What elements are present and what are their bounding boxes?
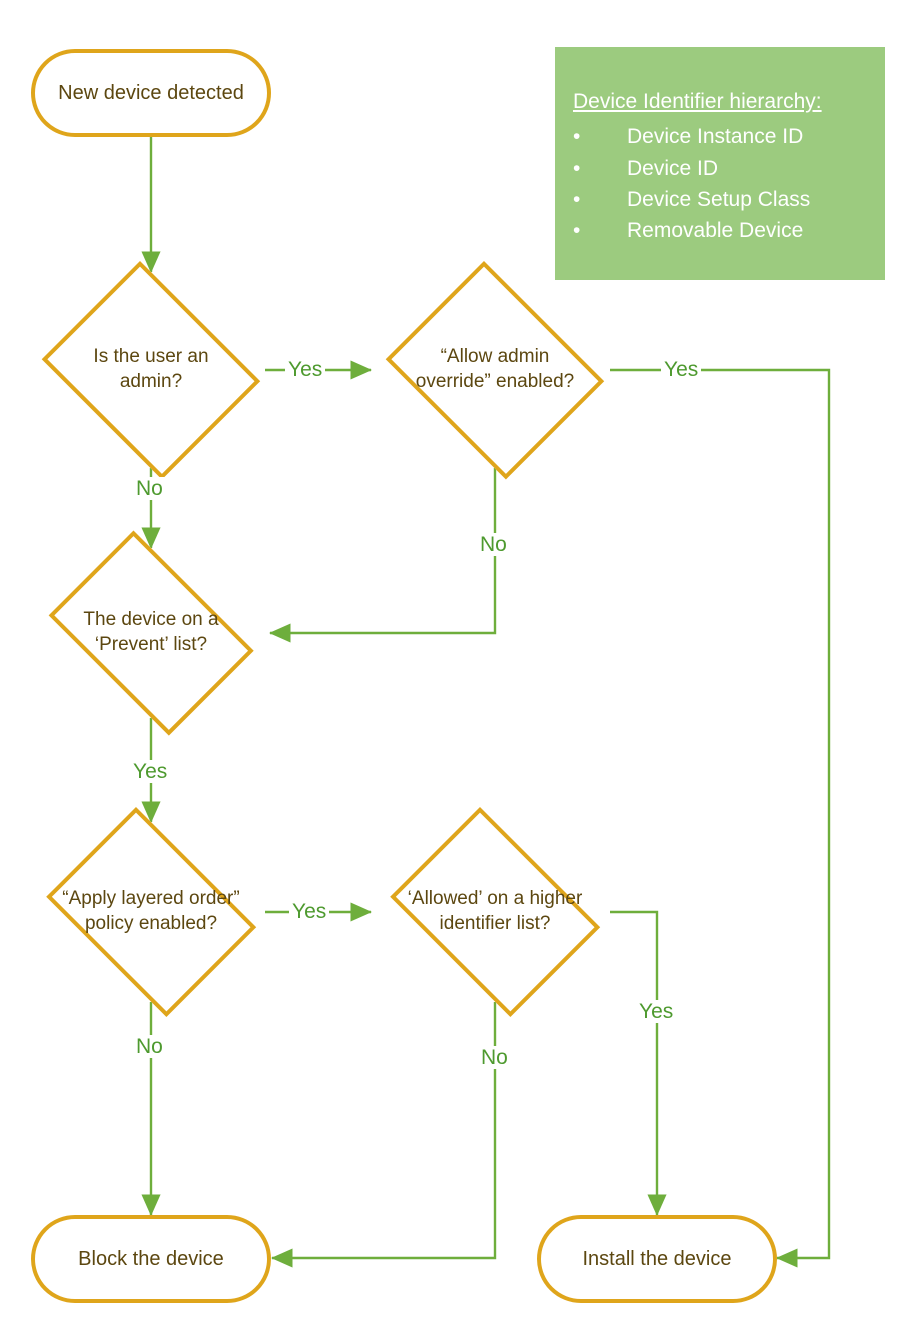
- bullet-icon: •: [573, 218, 581, 242]
- node-install-the-device[interactable]: Install the device: [537, 1215, 777, 1303]
- legend-device-identifier-hierarchy: Device Identifier hierarchy: • Device In…: [555, 47, 885, 280]
- node-allow-admin-override-enabled[interactable]: “Allow admin override” enabled?: [375, 261, 615, 479]
- node-label: New device detected: [58, 82, 244, 104]
- legend-item: • Device ID: [555, 153, 885, 184]
- bullet-icon: •: [573, 187, 581, 211]
- edge-label-higher-list-no: No: [478, 1046, 511, 1069]
- node-allowed-on-higher-identifier-list[interactable]: ‘Allowed’ on a higher identifier list?: [375, 807, 615, 1017]
- edge-label-is-admin-no: No: [133, 477, 166, 500]
- node-block-the-device[interactable]: Block the device: [31, 1215, 271, 1303]
- legend-item-label: Removable Device: [627, 218, 804, 242]
- edge-label-higher-list-yes: Yes: [636, 1000, 677, 1023]
- node-label: Install the device: [582, 1248, 732, 1270]
- legend-item-label: Device Setup Class: [627, 187, 811, 211]
- edge-higher-list-yes: [610, 910, 667, 1216]
- node-label: Is the user an admin?: [93, 346, 209, 392]
- node-label: ‘Allowed’ on a higher identifier list?: [407, 888, 583, 934]
- edge-admin-override-no: [269, 468, 497, 643]
- legend-title: Device Identifier hierarchy:: [573, 90, 822, 113]
- edge-higher-list-no: [271, 1002, 497, 1268]
- edge-label-is-admin-yes: Yes: [285, 358, 326, 381]
- legend-item: • Device Setup Class: [555, 184, 885, 215]
- bullet-icon: •: [573, 156, 581, 180]
- legend-item-label: Device Instance ID: [627, 125, 804, 149]
- bullet-icon: •: [573, 125, 581, 149]
- edge-admin-override-yes: [610, 368, 831, 1268]
- node-label: The device on a ‘Prevent’ list?: [83, 609, 219, 655]
- legend-item: • Device Instance ID: [555, 121, 885, 152]
- node-new-device-detected[interactable]: New device detected: [31, 49, 271, 137]
- node-device-on-prevent-list[interactable]: The device on a ‘Prevent’ list?: [31, 530, 271, 736]
- edge-label-admin-override-no: No: [477, 533, 510, 556]
- edge-label-layered-order-yes: Yes: [289, 900, 330, 923]
- node-label: “Apply layered order” policy enabled?: [62, 888, 240, 934]
- edge-label-prevent-list-yes: Yes: [130, 760, 171, 783]
- node-label: “Allow admin override” enabled?: [415, 346, 575, 392]
- node-label: Block the device: [78, 1248, 224, 1270]
- edge-label-admin-override-yes: Yes: [661, 358, 702, 381]
- legend-item: • Removable Device: [555, 215, 885, 246]
- node-is-the-user-an-admin[interactable]: Is the user an admin?: [31, 261, 271, 479]
- edge-label-layered-order-no: No: [133, 1035, 166, 1058]
- legend-item-label: Device ID: [627, 156, 719, 180]
- legend-list: • Device Instance ID • Device ID • Devic…: [555, 121, 885, 245]
- node-apply-layered-order-policy-enabled[interactable]: “Apply layered order” policy enabled?: [31, 807, 271, 1017]
